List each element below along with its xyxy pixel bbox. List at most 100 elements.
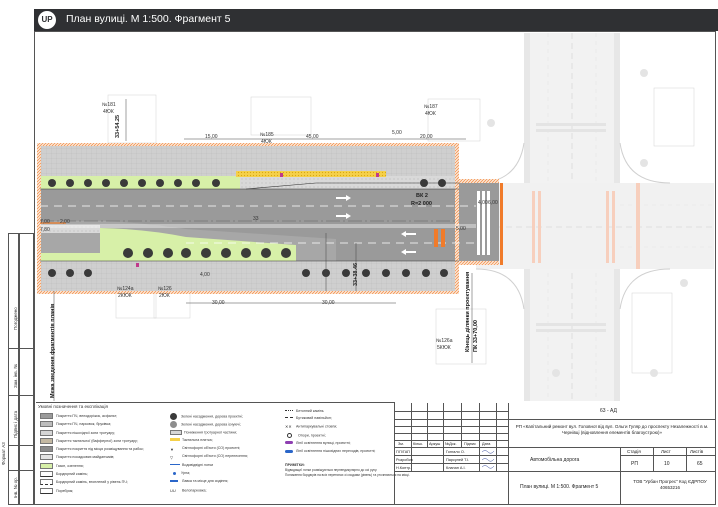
picket-left: 33+54.25 <box>115 114 121 138</box>
dim-45: 45,00 <box>306 134 319 140</box>
crossing-lighting-icon <box>285 449 293 453</box>
end-picket-label: ПК 33+70,00 <box>473 320 479 352</box>
legend-item: Водовідвідні лотки <box>170 463 285 471</box>
curve-label-vk2: ВК 2 <box>416 193 428 199</box>
project-code: 63 - АД <box>600 408 617 414</box>
sheet-header: Лист <box>661 449 671 454</box>
dim-4-a: 4,00 <box>200 272 210 278</box>
note-1: Відводящиї лотки розміщуються перпендику… <box>285 468 378 473</box>
dim-15: 15,00 <box>205 134 218 140</box>
legend-item: ✕✕Антипаркувальні стовпи; <box>285 424 338 430</box>
legend-item: Покриття покриття під місця розміщування… <box>40 446 166 454</box>
col-sign: Підпис <box>464 442 476 446</box>
traffic-light-moved-icon: ▽ <box>170 455 174 461</box>
legend-item: Опори, проектні; <box>285 432 393 441</box>
building-number-124a: №124а <box>117 286 134 292</box>
bollard-icon: ✕✕ <box>285 424 292 430</box>
header-bar <box>34 9 718 31</box>
col-change: Зм. <box>398 442 404 446</box>
building-floors-185: 4ЮК <box>261 139 272 145</box>
building-number-126a: №126а <box>436 338 453 344</box>
role-gip: ГІП/ГАП <box>396 450 410 454</box>
building-floors-126: 2ЮК <box>159 293 170 299</box>
company-name: ТОВ "Урбан Прогрес" Код ЄДРПОУ 40653216 <box>633 479 707 490</box>
existing-intersection-greyed <box>107 33 714 401</box>
tree-project-icon <box>170 413 177 420</box>
side-stamp-outer <box>8 233 19 505</box>
street-plan-drawing <box>36 33 714 401</box>
stage-header: Стадія <box>627 449 641 454</box>
page-title: План вулиці. М 1:500. Фрагмент 5 <box>66 13 231 25</box>
legend-col-2: Зелені насадження, дерева проектні; Зеле… <box>170 413 285 496</box>
legend-swatch-kerb <box>40 487 53 494</box>
building-floors-187: 4ЮК <box>425 111 436 117</box>
legend-swatch-asphalt <box>40 413 53 419</box>
legend-item: Покриття посадкових майданчиків; <box>40 454 166 462</box>
dim-4-b: 4,00 <box>478 200 488 206</box>
concrete-stone-icon <box>285 409 293 413</box>
dim-6: 6,00 <box>488 200 498 206</box>
sheets-value: 65 <box>697 461 703 467</box>
project-name: РП «Капітальний ремонт вул. Головної від… <box>515 424 709 435</box>
bin-icon <box>173 471 176 475</box>
legend-item: Газон, озелення; <box>40 462 166 471</box>
building-floors-181: 4ЮК <box>103 109 114 115</box>
dim-7-8: 7,80 <box>40 227 50 233</box>
side-label-inv: Інв. № ор. <box>13 477 18 498</box>
sheets-header: Листів <box>690 449 704 454</box>
role-control: Н.Контр. <box>396 466 412 470</box>
legend-swatch-lawn <box>40 462 53 469</box>
pole-icon <box>287 432 292 438</box>
note-2: Пониження бордюрів на всіх перетинах зі … <box>285 472 410 477</box>
name-gip: Гонгало О. <box>446 450 465 454</box>
section-name: Автомобільна дорога <box>530 457 580 463</box>
legend-item: Зелені насадження, дерева проектні; <box>170 413 285 421</box>
drawing-frame <box>34 31 716 505</box>
dim-20: 20,00 <box>420 134 433 140</box>
drain-tray-icon <box>170 464 180 466</box>
tactile-tile-icon <box>170 438 180 442</box>
trees-south <box>48 248 448 277</box>
side-label-format: Формат А3 <box>1 442 6 465</box>
col-sheet: Аркуш <box>429 442 441 446</box>
building-number-185: №185 <box>260 132 274 138</box>
company-logo-icon: UP <box>38 11 56 29</box>
col-count: Кільк. <box>413 442 423 446</box>
traffic-light-project-icon: ▼ <box>170 446 174 452</box>
legend-item: Покриття ПЧ, велодоріжок, асфальт; <box>40 413 166 421</box>
signatures-icon <box>481 450 495 469</box>
legend-item: Покриття пішохідної зони тротуару; <box>40 429 166 438</box>
picket-mid: 33+38.46 <box>353 262 359 286</box>
legend-item: Урна; <box>170 471 285 479</box>
building-floors-124a: 2КЮК <box>118 293 132 299</box>
legend-item: Зелені насадження, дерева існуючі; <box>170 421 285 429</box>
legend-swatch-paving <box>40 421 53 428</box>
legend-item: Лінії освітлення вулиці, проектні; <box>285 441 393 449</box>
legend-col-1: Покриття ПЧ, велодоріжок, асфальт; Покри… <box>40 413 166 496</box>
curb-lowering-icon <box>170 429 182 435</box>
building-number-187: №187 <box>424 104 438 110</box>
legend-item: Лавка та місце для сидіння; <box>170 479 285 487</box>
legend-col-3: Бетонний камінь Бутиковий павільйон; ✕✕А… <box>285 409 410 477</box>
curve-radius: R=2 000 <box>411 201 432 207</box>
end-section-label: Кінець ділянки проектування <box>465 271 471 352</box>
dim-30-a: 30,00 <box>212 300 225 306</box>
name-control: Клапан А.І. <box>446 466 466 470</box>
project-area <box>37 143 503 294</box>
legend-item: Лінії освітлення пішохідних переходів, п… <box>285 449 389 457</box>
legend-item: Бордюрний камінь, втоплений у рівень ПЧ; <box>40 479 166 487</box>
legend-swatch-places <box>40 446 53 453</box>
legend-swatch-buffer <box>40 437 53 444</box>
bench-icon <box>170 480 178 483</box>
dim-33: 33 <box>253 216 259 222</box>
side-label-agreed: Погоджено <box>13 307 18 330</box>
name-developer: Парсулей Т.І. <box>446 458 470 462</box>
fragment-boundary-label: Межа зведення фрагментів планів <box>50 303 56 398</box>
legend-swatch-sidewalk <box>40 429 53 436</box>
side-label-replace: Зам. інв. № <box>13 363 18 388</box>
legend-title: Умовні позначення та експлікація <box>38 404 108 409</box>
side-stamp-inner <box>19 233 34 505</box>
legend-item: Бордюрний камінь; <box>40 471 166 479</box>
legend-item: ▼Світлофорні об'єкти (СО) проектні; <box>170 446 241 452</box>
